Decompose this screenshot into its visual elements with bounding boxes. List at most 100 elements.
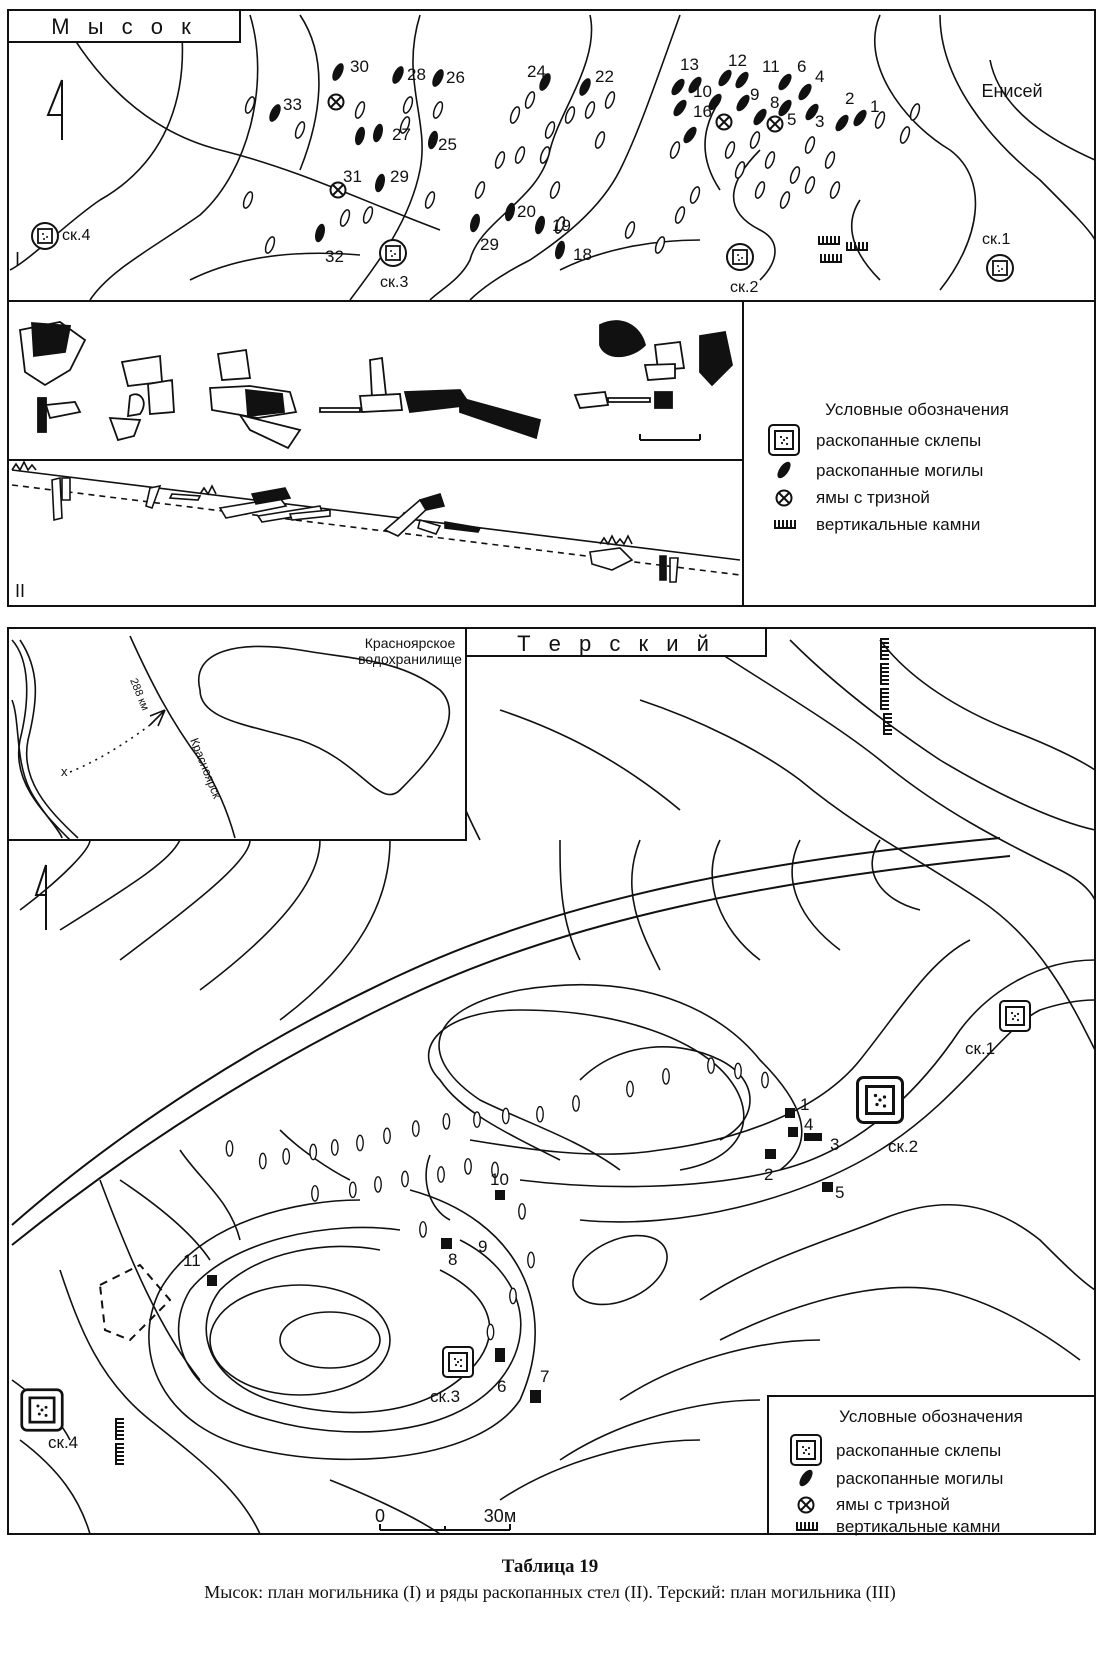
crypt-label-1: ск.1 bbox=[965, 1039, 995, 1058]
feast-pit-icon bbox=[775, 489, 793, 507]
grave-number: 1 bbox=[870, 97, 879, 116]
grave-number: 6 bbox=[497, 1377, 506, 1396]
crypt-label-2: ск.2 bbox=[888, 1137, 918, 1156]
grave-number: 13 bbox=[680, 55, 699, 74]
road bbox=[11, 837, 1011, 1246]
dashed-structure-outline bbox=[98, 1263, 172, 1342]
legend-label: раскопанные могилы bbox=[816, 461, 983, 480]
reservoir-label-2: водохранилище bbox=[358, 651, 462, 667]
feast-pit-icon bbox=[327, 93, 345, 111]
legend-label: ямы с тризной bbox=[816, 488, 930, 507]
reservoir-label-1: Красноярское bbox=[365, 635, 456, 651]
grave-number: 9 bbox=[750, 85, 759, 104]
grave-number: 8 bbox=[770, 93, 779, 112]
grave-number: 9 bbox=[478, 1237, 487, 1256]
feast-pit-icon bbox=[766, 115, 784, 133]
legend-label: вертикальные камни bbox=[836, 1517, 1000, 1536]
mysok-plan-panel: М ы с о к Енисей I ск.4 ск.3 ск.2 ск.1 bbox=[7, 9, 1096, 302]
grave-number: 1 bbox=[800, 1095, 809, 1114]
grave-number: 11 bbox=[762, 57, 780, 76]
grave-number: 3 bbox=[815, 112, 824, 131]
roman-numeral-ii: II bbox=[15, 581, 25, 601]
grave-number: 33 bbox=[283, 95, 302, 114]
scale-label-zero: 0 bbox=[375, 1506, 385, 1526]
grave-number: 22 bbox=[595, 67, 614, 86]
grave-number: 20 bbox=[517, 202, 536, 221]
crypt-marker-3 bbox=[379, 239, 407, 267]
tersky-site-name: Т е р с к и й bbox=[517, 631, 715, 656]
crypt-marker-1 bbox=[999, 1000, 1031, 1032]
grave-number: 8 bbox=[448, 1250, 457, 1269]
stelae-rows-panel: II bbox=[7, 300, 744, 607]
mysok-title-box bbox=[7, 9, 241, 43]
grave-number: 19 bbox=[552, 216, 571, 235]
crypt-label-3: ск.3 bbox=[380, 274, 408, 291]
grave-numbers: 1 2 3 4 5 6 7 8 9 10 11 bbox=[183, 1095, 844, 1396]
roman-numeral-i: I bbox=[15, 249, 20, 269]
grave-number: 7 bbox=[540, 1367, 549, 1386]
grave-number: 16 bbox=[693, 102, 712, 121]
grave-number: 28 bbox=[407, 65, 426, 84]
map-scale-bar: 0 30м bbox=[375, 1506, 516, 1531]
stelae-scale-bar bbox=[639, 434, 701, 441]
grave-markers bbox=[207, 1108, 833, 1403]
legend-label: вертикальные камни bbox=[816, 515, 980, 534]
legend-label: раскопанные склепы bbox=[816, 431, 981, 450]
site-marker: x bbox=[61, 764, 68, 779]
grave-number: 4 bbox=[815, 67, 824, 86]
grave-number: 5 bbox=[787, 110, 796, 129]
grave-number: 27 bbox=[392, 125, 411, 144]
grave-number: 2 bbox=[764, 1165, 773, 1184]
grave-number: 10 bbox=[693, 82, 712, 101]
grave-number: 31 bbox=[343, 167, 362, 186]
grave-number: 6 bbox=[797, 57, 806, 76]
crypt-marker-1 bbox=[986, 254, 1014, 282]
grave-number: 18 bbox=[573, 245, 592, 264]
grave-number: 11 bbox=[183, 1251, 201, 1270]
grave-number: 3 bbox=[830, 1135, 839, 1154]
grave-number: 26 bbox=[446, 68, 465, 87]
legend-label: ямы с тризной bbox=[836, 1495, 950, 1514]
legend-tersky: Условные обозначения раскопанные склепы … bbox=[767, 1395, 1096, 1536]
excavated-crypt-icon bbox=[768, 424, 800, 456]
crypt-marker-2 bbox=[856, 1076, 904, 1124]
feast-pit-icon bbox=[797, 1496, 815, 1514]
crypt-label-3: ск.3 bbox=[430, 1387, 460, 1406]
grave-number: 25 bbox=[438, 135, 457, 154]
crypt-marker-3 bbox=[442, 1346, 474, 1378]
grave-number: 12 bbox=[728, 51, 747, 70]
legend-label: раскопанные склепы bbox=[836, 1441, 1001, 1460]
grave-number: 29 bbox=[480, 235, 499, 254]
crypt-label-1: ск.1 bbox=[982, 231, 1010, 248]
plate-title: Таблица 19 bbox=[501, 1556, 599, 1577]
crypt-marker-4 bbox=[31, 222, 59, 250]
tersky-plan-panel: x Красноярское водохранилище 288 км Крас… bbox=[7, 627, 1096, 1536]
legend-label: раскопанные могилы bbox=[836, 1469, 1003, 1488]
grave-numbers: 1 2 3 4 5 6 8 9 10 11 12 13 16 18 19 20 … bbox=[283, 51, 879, 266]
north-arrow-icon bbox=[34, 864, 47, 930]
feast-pit-icon bbox=[715, 113, 733, 131]
north-arrow-icon bbox=[46, 79, 63, 140]
crypt-marker-4 bbox=[20, 1388, 64, 1432]
grave-number: 32 bbox=[325, 247, 344, 266]
scale-label-end: 30м bbox=[484, 1506, 516, 1526]
tersky-title-box bbox=[465, 627, 767, 657]
grave-number: 24 bbox=[527, 62, 546, 81]
grave-number: 4 bbox=[804, 1115, 813, 1134]
river-label: Енисей bbox=[981, 81, 1042, 101]
crypt-label-4: ск.4 bbox=[62, 227, 90, 244]
excavated-crypt-icon bbox=[790, 1434, 822, 1466]
grave-number: 29 bbox=[390, 167, 409, 186]
crypt-marker-2 bbox=[726, 243, 754, 271]
crypt-label-2: ск.2 bbox=[730, 279, 758, 296]
location-inset-map: x Красноярское водохранилище 288 км Крас… bbox=[7, 627, 467, 841]
grave-number: 5 bbox=[835, 1183, 844, 1202]
mysok-site-name: М ы с о к bbox=[51, 14, 196, 39]
grave-number: 2 bbox=[845, 89, 854, 108]
plate-figure: М ы с о к Енисей I ск.4 ск.3 ск.2 ск.1 bbox=[7, 9, 1096, 1536]
legend-title: Условные обозначения bbox=[825, 400, 1009, 419]
legend-title: Условные обозначения bbox=[839, 1407, 1023, 1426]
legend-mysok: Условные обозначения раскопанные склепы … bbox=[742, 300, 1096, 607]
plate-caption: Мысок: план могильника (I) и ряды раскоп… bbox=[204, 1582, 896, 1602]
grave-number: 30 bbox=[350, 57, 369, 76]
